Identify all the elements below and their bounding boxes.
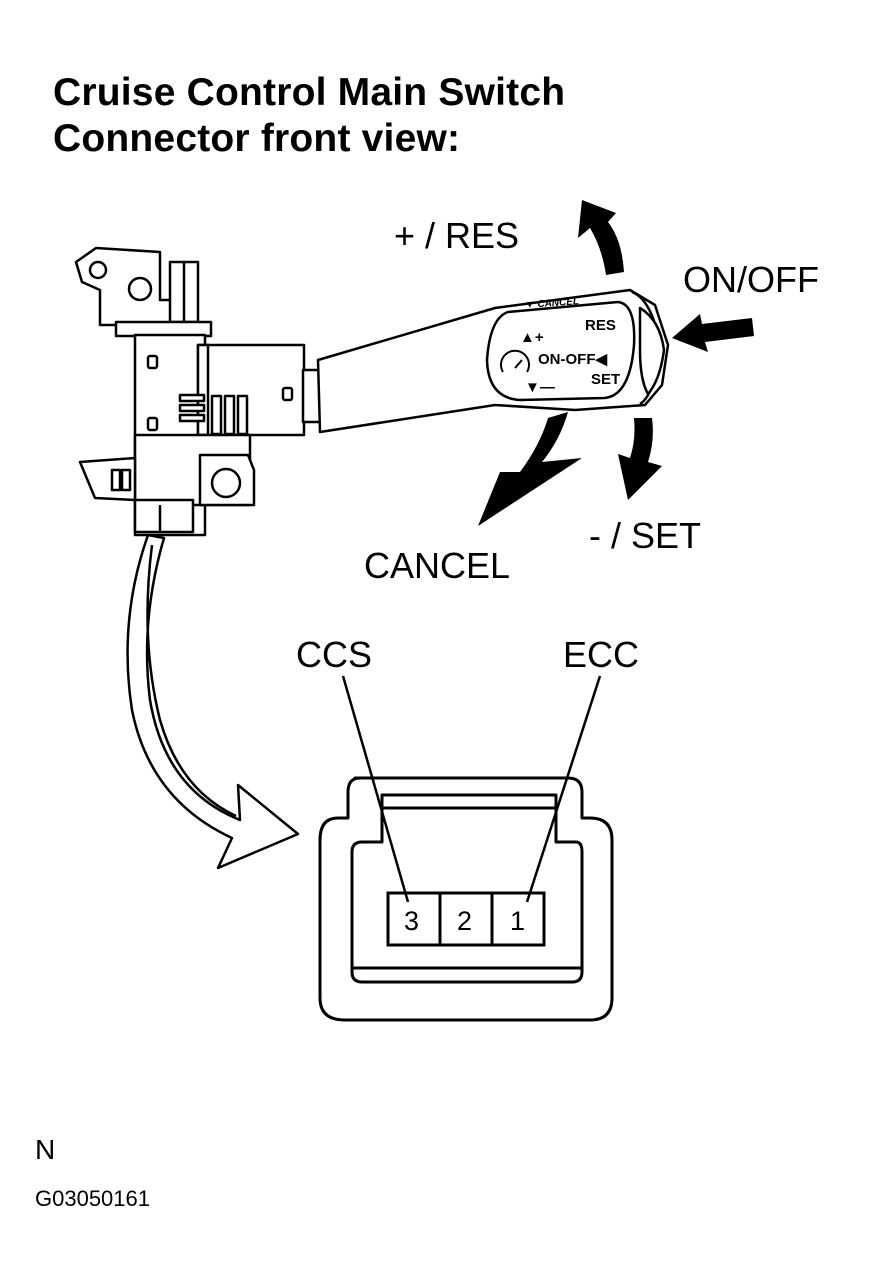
ecc-leader-line: [525, 675, 602, 903]
leader-lines: [341, 675, 602, 903]
cancel-label: CANCEL: [364, 545, 510, 586]
switch-housing: [74, 246, 306, 537]
pin-number-2: 2: [457, 906, 472, 936]
cancel-arrow-icon: [478, 412, 582, 526]
figure-code: G03050161: [35, 1186, 150, 1211]
set-label: - / SET: [589, 515, 701, 556]
curved-pointer-arrow-icon: [126, 533, 300, 870]
stalk-set-text: SET: [591, 371, 620, 388]
onoff-label: ON/OFF: [683, 259, 819, 300]
stalk-face-text: ▼ CANCEL ▲+ RES ON-OFF◀ ▼— SET: [500, 296, 620, 396]
pin-number-3: 3: [404, 906, 419, 936]
ccs-terminal-label: CCS: [296, 634, 372, 675]
stalk-res-text: RES: [585, 317, 616, 334]
diagram-title: Cruise Control Main Switch Connector fro…: [53, 70, 565, 162]
ecc-terminal-label: ECC: [563, 634, 639, 675]
stalk-plus-text: ▲+: [520, 329, 544, 346]
ccs-leader-line: [341, 675, 410, 903]
stalk-minus-text: ▼—: [525, 379, 555, 396]
stalk-cancel-text: ▼ CANCEL: [524, 296, 579, 311]
pin-cell-1: [490, 891, 546, 947]
pin-number-1: 1: [510, 906, 525, 936]
lever-stalk: [301, 288, 670, 434]
onoff-arrow-icon: [672, 314, 754, 352]
footer-n: N: [35, 1134, 56, 1165]
connector-pins: [386, 891, 546, 947]
cruise-speedometer-icon: [500, 349, 530, 373]
stalk-onoff-text: ON-OFF◀: [538, 351, 607, 368]
title-line-1: Cruise Control Main Switch: [53, 71, 566, 114]
res-arrow-icon: [578, 200, 624, 275]
pin-cell-2: [438, 891, 494, 947]
set-arrow-icon: [618, 418, 662, 500]
res-label: + / RES: [394, 215, 519, 256]
title-line-2: Connector front view:: [53, 117, 461, 160]
